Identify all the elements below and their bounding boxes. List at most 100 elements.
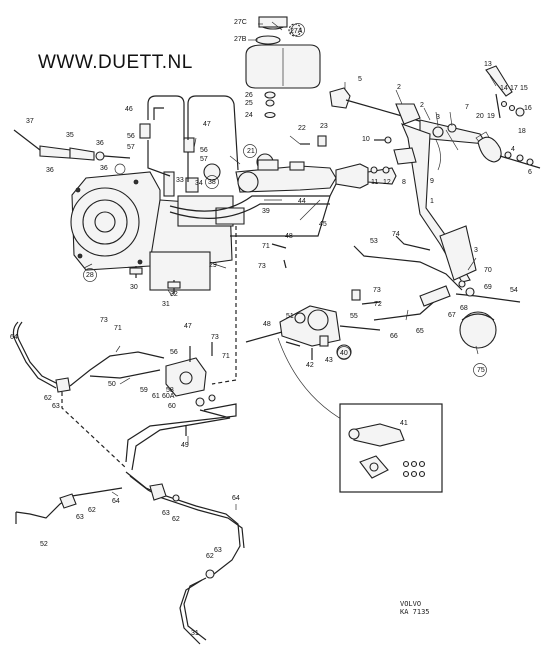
label-31b: 31 [191,630,199,637]
label-56c: 56 [170,349,178,356]
label-58: 58 [166,387,174,394]
credit-line-1: VOLVO [400,600,422,608]
label-25: 25 [245,100,253,107]
label-73c: 73 [100,317,108,324]
label-71a: 71 [262,243,270,250]
label-63c: 63 [162,510,170,517]
label-57b: 57 [200,156,208,163]
label-64a: 64 [10,334,18,341]
label-16: 16 [524,105,532,112]
label-18: 18 [518,128,526,135]
label-62a: 62 [44,395,52,402]
brake-lines-lower [12,226,237,469]
label-48b: 48 [263,321,271,328]
label-56a: 56 [127,133,135,140]
label-47: 47 [203,121,211,128]
label-62c: 62 [172,516,180,523]
label-28: 28 [86,272,94,279]
label-46: 46 [125,106,133,113]
label-75: 75 [477,367,485,374]
label-50: 50 [108,381,116,388]
label-39: 39 [262,208,270,215]
label-36b: 36 [46,167,54,174]
label-14: 14 [500,85,508,92]
label-56b: 56 [200,147,208,154]
label-5: 5 [358,76,362,83]
inset-detail [339,403,443,493]
label-57a: 57 [127,144,135,151]
label-65: 65 [416,328,424,335]
master-cylinder [235,159,397,193]
watermark: WWW.DUETT.NL [38,52,193,73]
part-number-labels: 27C 27B 27A 26 25 24 46 47 37 35 36 36 3… [10,19,532,637]
label-61: 61 [152,393,160,400]
label-35: 35 [66,132,74,139]
slave-cylinder [245,305,381,427]
label-40: 40 [340,350,348,357]
pedal-assembly [329,65,541,283]
label-49: 49 [181,442,189,449]
label-8: 8 [402,179,406,186]
label-63d: 63 [214,547,222,554]
label-52: 52 [40,541,48,548]
label-12: 12 [383,179,391,186]
label-63a: 63 [52,403,60,410]
label-60: 60 [168,403,176,410]
label-72: 72 [374,301,382,308]
label-17: 17 [510,85,518,92]
label-27b: 27B [234,36,247,43]
label-15: 15 [520,85,528,92]
label-62b: 62 [88,507,96,514]
brake-lines-upper [147,95,337,237]
label-37: 37 [26,118,34,125]
label-23: 23 [320,123,328,130]
label-68: 68 [460,305,468,312]
label-48a: 48 [285,233,293,240]
fluid-reservoir [245,16,321,119]
label-30: 30 [130,284,138,291]
fittings [13,123,392,305]
credit-line-2: KA 7135 [400,608,430,616]
label-67: 67 [448,312,456,319]
label-29: 29 [209,262,217,269]
label-43: 43 [325,357,333,364]
label-36a: 36 [96,140,104,147]
label-36c: 36 [100,165,108,172]
label-63b: 63 [76,514,84,521]
label-27a: 27A [290,28,303,35]
label-34: 34 [195,180,203,187]
label-71b: 71 [114,325,122,332]
label-20: 20 [476,113,484,120]
label-10: 10 [362,136,370,143]
clutch-line [353,235,521,349]
label-54: 54 [510,287,518,294]
leader-lines [83,21,497,510]
label-71c: 71 [222,353,230,360]
label-3a: 3 [436,114,440,121]
label-13: 13 [484,61,492,68]
label-64c: 64 [232,495,240,502]
label-73d: 73 [211,334,219,341]
label-41: 41 [400,420,408,427]
label-21: 21 [247,148,255,155]
label-51: 51 [286,313,294,320]
label-11: 11 [371,179,378,186]
label-74: 74 [392,231,400,238]
label-24: 24 [245,112,253,119]
label-2a: 2 [397,84,401,91]
label-70: 70 [484,267,492,274]
label-32: 32 [170,291,178,298]
label-66: 66 [390,333,398,340]
label-42: 42 [306,362,314,369]
label-69: 69 [484,284,492,291]
label-22: 22 [298,125,306,132]
label-1: 1 [430,198,434,205]
label-19: 19 [487,113,495,120]
label-2b: 2 [420,102,424,109]
label-31: 31 [162,301,170,308]
label-47b: 47 [184,323,192,330]
label-27c: 27C [234,19,247,26]
label-73a: 73 [258,263,266,270]
